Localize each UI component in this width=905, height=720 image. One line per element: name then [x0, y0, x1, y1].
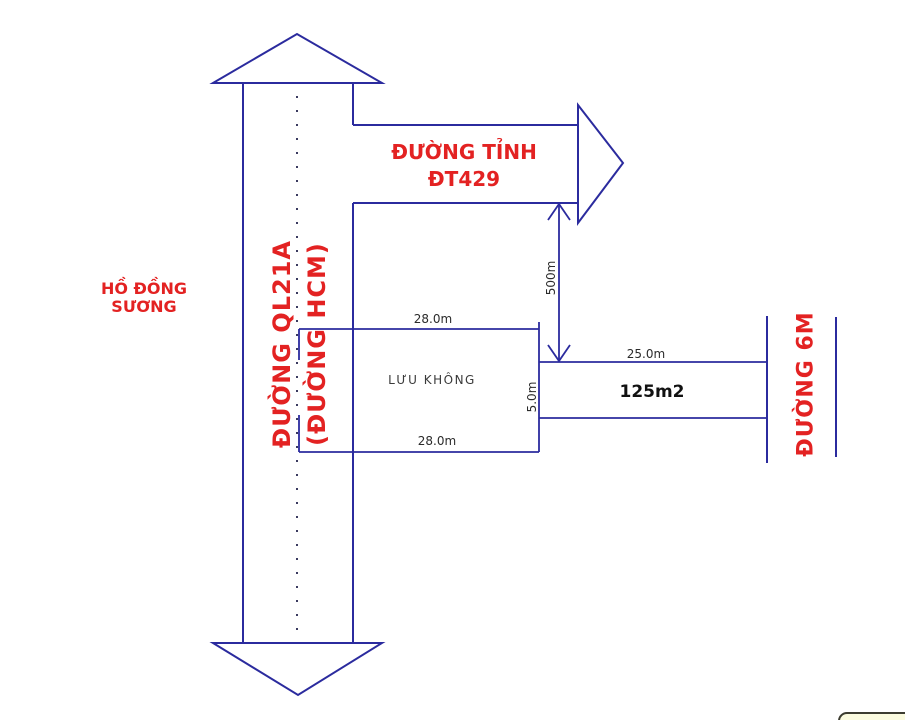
north-arrow-icon	[209, 32, 386, 84]
road-6m-label: ĐƯỜNG 6M	[793, 311, 819, 457]
road-ql21a-outline	[209, 32, 386, 697]
lake-label: HỒ ĐỒNG SƯƠNG	[101, 280, 187, 316]
setback-zone-label: LƯU KHÔNG	[388, 373, 476, 387]
east-arrow-icon	[577, 102, 625, 226]
setback-box	[298, 322, 540, 453]
dt429-label-line1: ĐƯỜNG TỈNH	[391, 140, 537, 164]
road-dt429-outline	[353, 102, 625, 226]
dim-28m-top: 28.0m	[413, 312, 453, 326]
dt429-label-line2: ĐT429	[427, 167, 501, 191]
road-6m-lines	[766, 316, 837, 463]
tooltip-fragment	[838, 712, 905, 720]
lake-label-line1: HỒ ĐỒNG	[100, 279, 188, 298]
dim-arrowhead-up-icon	[547, 202, 571, 221]
dim-25m: 25.0m	[626, 347, 666, 361]
lake-label-line2: SƯƠNG	[111, 297, 177, 316]
plot-rect	[539, 361, 767, 419]
south-arrow-icon	[209, 642, 386, 697]
dim-500m: 500m	[544, 260, 558, 296]
road-ql21a-label: ĐƯỜNG QL21A	[268, 240, 296, 448]
dim-5m: 5.0m	[525, 381, 539, 413]
dimension-500m	[547, 202, 571, 363]
dim-28m-bottom: 28.0m	[417, 434, 457, 448]
plot-area-label: 125m2	[619, 382, 685, 402]
dim-arrowhead-down-icon	[547, 344, 571, 363]
road-hcm-label: (ĐƯỜNG HCM)	[303, 242, 331, 446]
road-dt429-label: ĐƯỜNG TỈNH ĐT429	[391, 139, 537, 193]
